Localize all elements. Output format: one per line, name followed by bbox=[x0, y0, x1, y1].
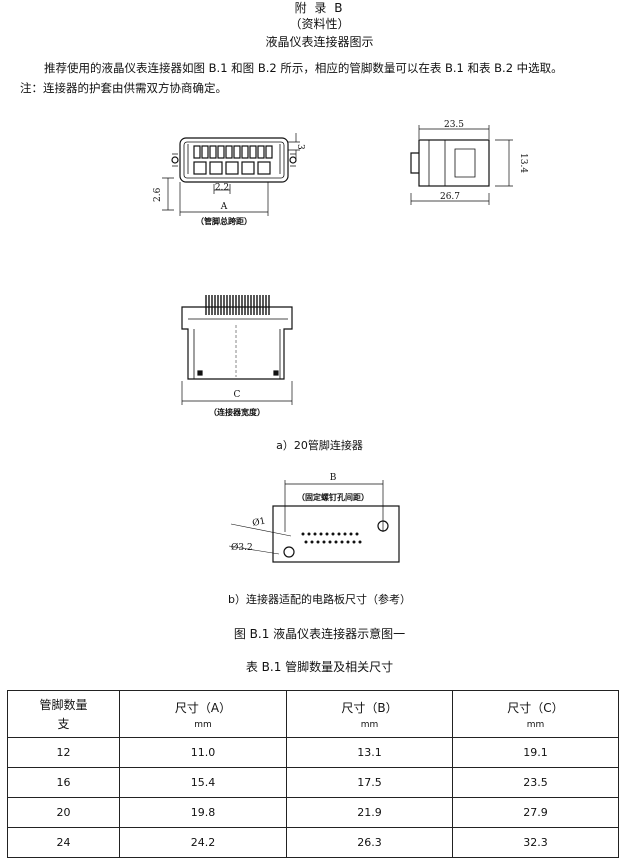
header-dim-c-label: 尺寸（C） bbox=[507, 700, 564, 715]
header-dim-b-label: 尺寸（B） bbox=[341, 700, 398, 715]
dim-26-7: 26.7 bbox=[440, 192, 460, 202]
header-dim-a-unit: mm bbox=[194, 719, 212, 730]
header-dim-b: 尺寸（B） mm bbox=[286, 690, 453, 738]
header-dim-a: 尺寸（A） mm bbox=[119, 690, 287, 738]
intro-paragraph: 推荐使用的液晶仪表连接器如图 B.1 和图 B.2 所示，相应的管脚数量可以在表… bbox=[44, 61, 563, 75]
header-dim-c-unit: mm bbox=[526, 719, 545, 730]
connector-top-view: C （连接器宽度） bbox=[181, 295, 293, 417]
header-dim-c: 尺寸（C） mm bbox=[452, 690, 619, 738]
connector-front-view: 3 2.6 2.2 A （管脚总跨距） bbox=[153, 133, 305, 226]
connector-side-view: 23.5 13.4 26.7 bbox=[410, 120, 528, 205]
dim-hole-small: Ø1 bbox=[251, 515, 266, 528]
table-title: 表 B.1 管脚数量及相关尺寸 bbox=[245, 660, 394, 674]
label-a-desc: （管脚总跨距） bbox=[196, 216, 252, 226]
cell-dim-a: 15.4 bbox=[119, 767, 287, 798]
cell-dim-b: 21.9 bbox=[286, 797, 453, 828]
label-b-desc: （固定螺钉孔间距） bbox=[297, 492, 369, 502]
cell-dim-c: 23.5 bbox=[452, 767, 619, 798]
cell-dim-b: 17.5 bbox=[286, 767, 453, 798]
header-pins-line1: 管脚数量 bbox=[39, 698, 88, 712]
cell-pins: 24 bbox=[7, 827, 120, 858]
cell-pins: 16 bbox=[7, 767, 120, 798]
table-header-row: 管脚数量 支 尺寸（A） mm 尺寸（B） mm 尺寸（C） mm bbox=[7, 690, 619, 738]
table-row: 12 11.0 13.1 19.1 bbox=[7, 737, 619, 768]
cell-dim-a: 24.2 bbox=[119, 827, 287, 858]
cell-dim-a: 11.0 bbox=[119, 737, 287, 768]
pcb-footprint-view: B （固定螺钉孔间距） Ø1 Ø3.2 bbox=[228, 473, 400, 563]
cell-dim-b: 26.3 bbox=[286, 827, 453, 858]
caption-a: a）20管脚连接器 bbox=[276, 439, 363, 452]
cell-dim-c: 32.3 bbox=[452, 827, 619, 858]
label-a: A bbox=[220, 202, 228, 212]
label-c-desc: （连接器宽度） bbox=[209, 407, 265, 417]
intro-note: 注：连接器的护套由供需双方协商确定。 bbox=[20, 81, 227, 95]
dim-2-2: 2.2 bbox=[215, 183, 229, 193]
header-pins-line2: 支 bbox=[57, 717, 70, 731]
cell-dim-c: 27.9 bbox=[452, 797, 619, 828]
appendix-nature: （资料性） bbox=[289, 17, 350, 31]
cell-pins: 20 bbox=[7, 797, 120, 828]
cell-dim-a: 19.8 bbox=[119, 797, 287, 828]
label-c: C bbox=[234, 390, 241, 400]
dim-13-4: 13.4 bbox=[518, 153, 528, 173]
dim-hole-large: Ø3.2 bbox=[231, 542, 253, 553]
cell-pins: 12 bbox=[7, 737, 120, 768]
appendix-title: 液晶仪表连接器图示 bbox=[265, 35, 374, 49]
appendix-label: 附 录 B bbox=[294, 1, 345, 15]
cell-dim-c: 19.1 bbox=[452, 737, 619, 768]
dim-2-6: 2.6 bbox=[153, 187, 163, 202]
table-row: 20 19.8 21.9 27.9 bbox=[7, 797, 619, 828]
table-row: 24 24.2 26.3 32.3 bbox=[7, 827, 619, 858]
dim-23-5: 23.5 bbox=[444, 120, 464, 130]
header-dim-a-label: 尺寸（A） bbox=[174, 700, 232, 715]
label-b: B bbox=[330, 473, 337, 483]
table-row: 16 15.4 17.5 23.5 bbox=[7, 767, 619, 798]
figure-title: 图 B.1 液晶仪表连接器示意图一 bbox=[233, 627, 406, 641]
caption-b: b）连接器适配的电路板尺寸（参考） bbox=[228, 593, 411, 606]
pin-dimension-table: 管脚数量 支 尺寸（A） mm 尺寸（B） mm 尺寸（C） mm 12 11.… bbox=[7, 690, 619, 858]
dim-3: 3 bbox=[295, 144, 305, 150]
header-dim-b-unit: mm bbox=[360, 719, 379, 730]
cell-dim-b: 13.1 bbox=[286, 737, 453, 768]
header-pins: 管脚数量 支 bbox=[7, 690, 120, 738]
